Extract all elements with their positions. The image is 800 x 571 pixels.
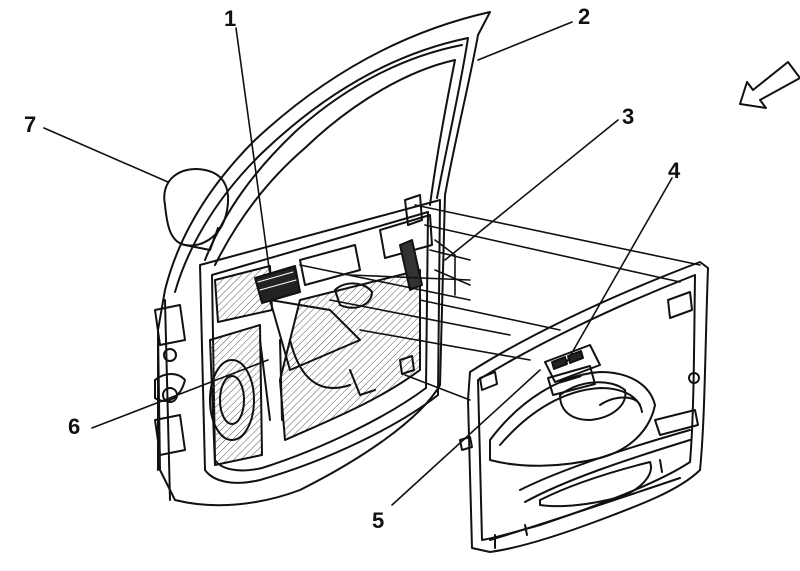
leader-5	[391, 369, 541, 506]
callout-7: 7	[24, 112, 37, 137]
explode-lines	[299, 204, 701, 401]
door-trim-panel	[459, 261, 709, 553]
callout-1: 1	[224, 6, 237, 31]
callout-6: 6	[68, 414, 81, 439]
leader-6	[91, 359, 269, 429]
door-module	[254, 265, 301, 304]
callout-2: 2	[578, 4, 591, 29]
callout-5: 5	[372, 508, 385, 533]
leader-3	[444, 119, 619, 261]
leader-1	[235, 27, 271, 276]
speaker	[209, 359, 255, 441]
side-mirror	[163, 168, 230, 251]
callout-3: 3	[622, 104, 635, 129]
leader-lines	[43, 21, 673, 506]
door-frame-outer	[154, 11, 491, 507]
leader-4	[564, 177, 673, 366]
leader-7	[43, 127, 169, 183]
window-regulator	[259, 214, 433, 421]
leader-2	[477, 21, 573, 61]
callout-4: 4	[668, 158, 681, 183]
front-of-vehicle-arrow-icon	[739, 61, 800, 109]
window-switch-panel	[544, 344, 601, 396]
